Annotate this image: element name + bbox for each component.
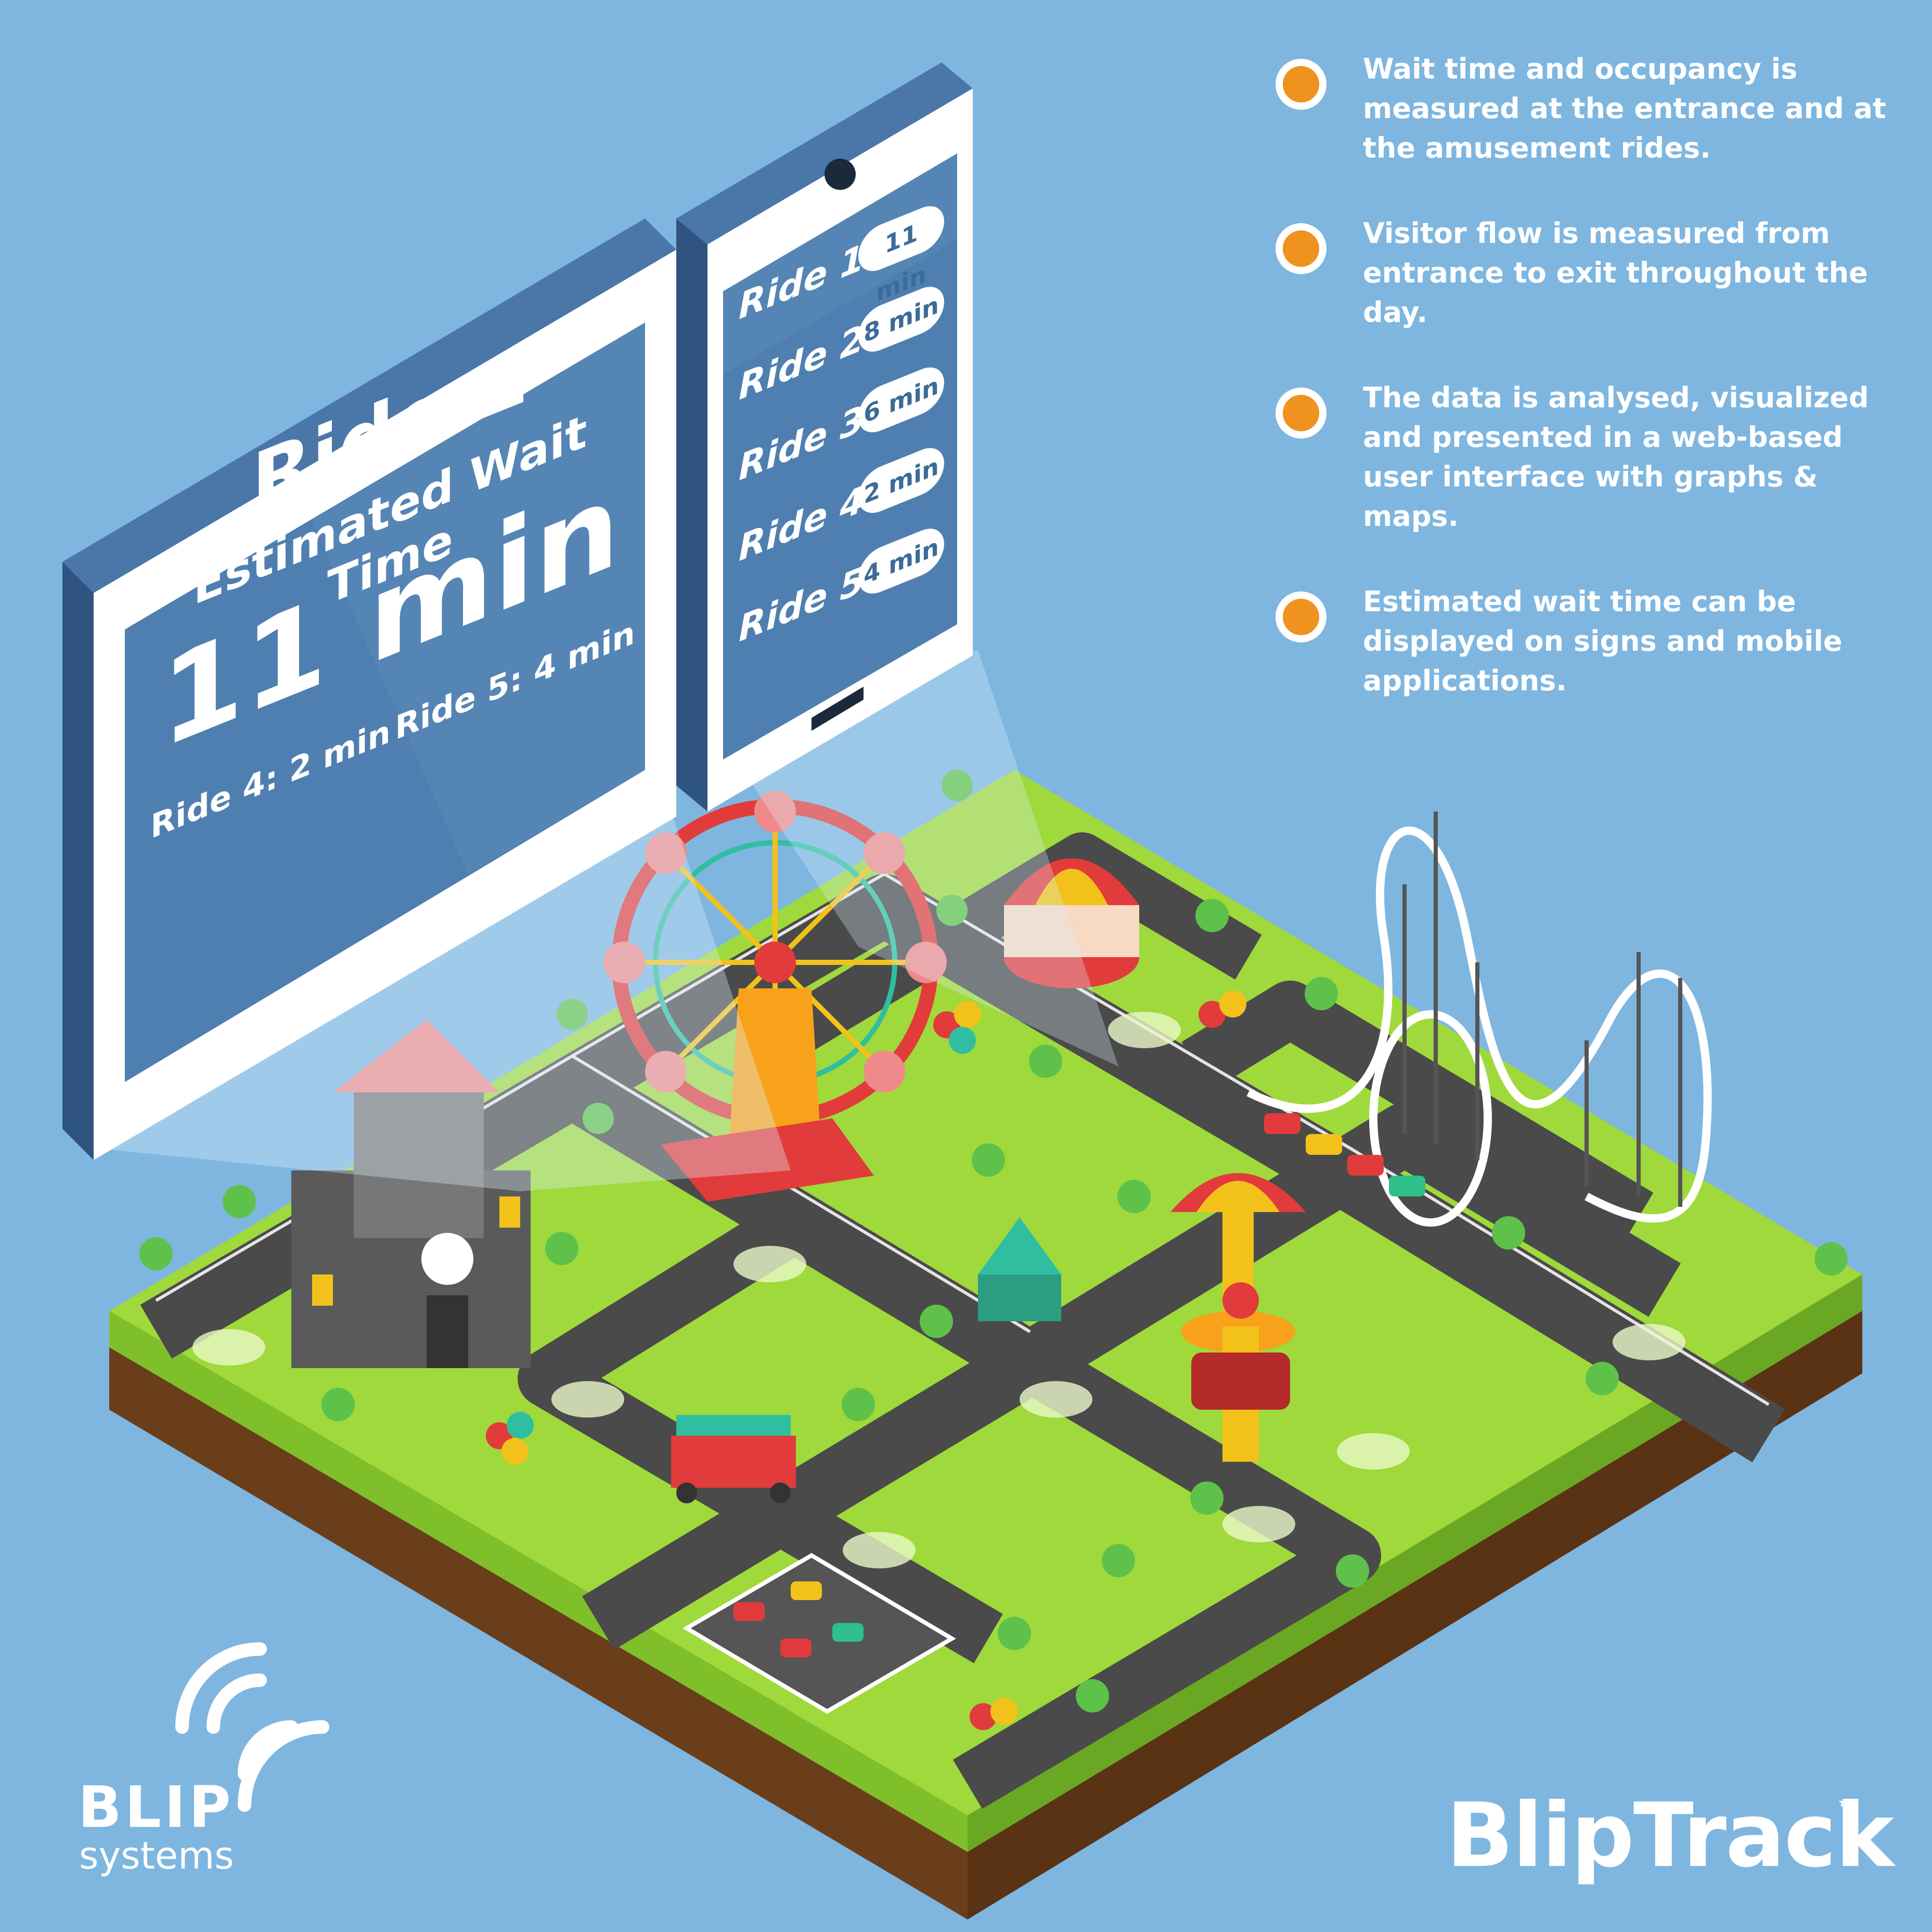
- blip-signal-icon: [175, 1642, 329, 1812]
- phone-ride-value: 8 min: [858, 279, 944, 359]
- phone-ride-value: 4 min: [858, 521, 944, 601]
- bullet-dot-icon: [1276, 59, 1326, 110]
- big-sign: [62, 218, 676, 1160]
- island-grass-edge-right: [968, 1274, 1862, 1852]
- phone-ride-label: Ride 5: [739, 559, 865, 651]
- bullet-text: Estimated wait time can be displayed on …: [1363, 585, 1843, 697]
- castle: [291, 1020, 531, 1368]
- blip-logo-word: BLIP: [78, 1774, 234, 1840]
- phone-ride-value: 6 min: [858, 360, 944, 440]
- island-soil-left: [109, 1347, 968, 1920]
- phone-screen: Ride 1 11 min Ride 2 8 min Ride 3 6 min …: [728, 192, 947, 749]
- bullet-dot-icon: [1276, 223, 1326, 274]
- phone-ride-value: 2 min: [858, 441, 944, 520]
- trademark-mark: ™: [1836, 1797, 1857, 1821]
- bumper-cars: [733, 1581, 864, 1657]
- coaster-train: [1264, 1113, 1425, 1196]
- balloons: [486, 990, 1246, 1730]
- swing-ride: [1170, 1173, 1306, 1353]
- drop-tower: [1191, 1282, 1290, 1462]
- trees: [139, 770, 1848, 1712]
- island-soil-right: [968, 1311, 1862, 1920]
- bullet-text: Wait time and occupancy is measured at t…: [1363, 53, 1886, 164]
- info-bullets: Wait time and occupancy is measured at t…: [1269, 49, 1894, 746]
- sign-projection: [109, 812, 791, 1191]
- bullet-dot-icon: [1276, 388, 1326, 439]
- circus-tent: [978, 1217, 1061, 1321]
- bullet-dot-icon: [1276, 591, 1326, 642]
- bliptrack-logo: BlipTrack: [1446, 1784, 1894, 1887]
- coaster-pillars: [1402, 812, 1682, 1207]
- gondolas: [603, 791, 947, 1092]
- roller-coaster: [1246, 826, 1712, 1227]
- bullet-item: Visitor flow is measured from entrance t…: [1269, 214, 1894, 332]
- train: [671, 1415, 796, 1503]
- bullet-item: The data is analysed, visualized and pre…: [1269, 378, 1894, 536]
- blip-logo-sub: systems: [79, 1834, 234, 1877]
- bumper-area: [682, 1553, 956, 1714]
- island-grass-edge-left: [109, 1311, 968, 1852]
- bullet-text: Visitor flow is measured from entrance t…: [1363, 217, 1868, 329]
- carousel: [1004, 858, 1139, 988]
- bullet-item: Wait time and occupancy is measured at t…: [1269, 49, 1894, 168]
- bullet-item: Estimated wait time can be displayed on …: [1269, 582, 1894, 701]
- sensor-spots: [192, 1012, 1685, 1568]
- bullet-text: The data is analysed, visualized and pre…: [1363, 381, 1869, 533]
